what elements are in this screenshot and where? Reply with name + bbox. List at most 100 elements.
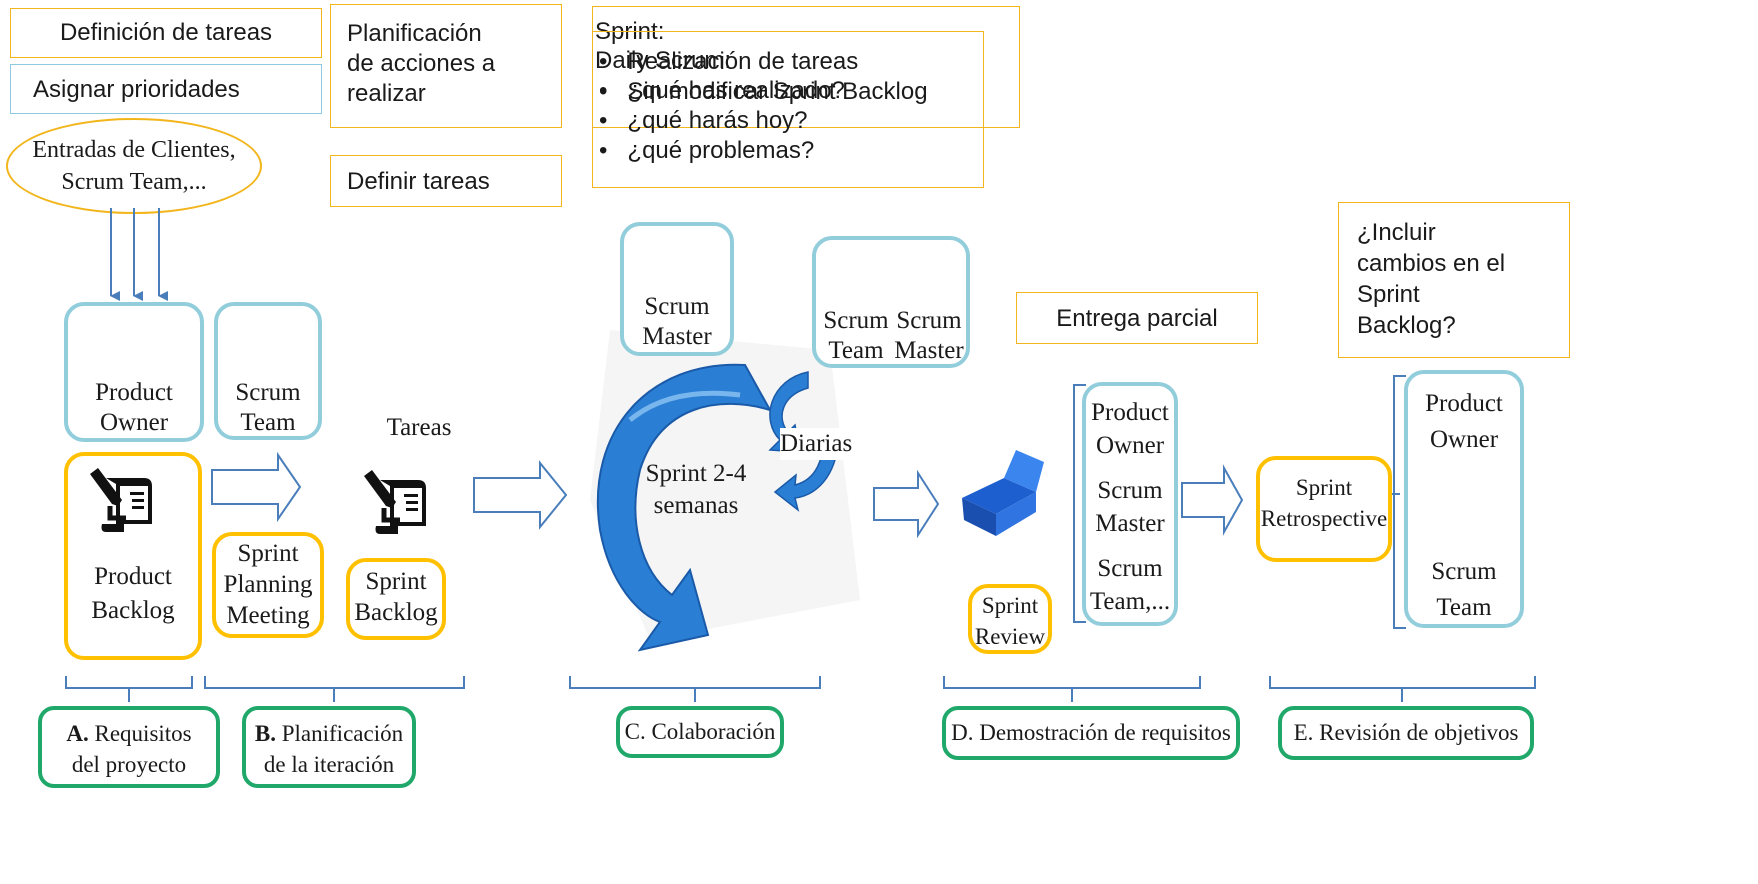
role-label: Scrum: [644, 293, 710, 320]
phase-c: C. Colaboración: [616, 706, 784, 758]
phase-letter: B.: [254, 721, 276, 746]
sprint-cycle-line: semanas: [653, 492, 739, 519]
role-review-group: Product Owner Scrum Master Scrum Team,..…: [1082, 382, 1178, 626]
phase-b: B. Planificación de la iteración: [242, 706, 416, 788]
tareas-label: Tareas: [374, 412, 464, 444]
role-label: Scrum: [1431, 558, 1497, 585]
tareas-text: Tareas: [386, 414, 452, 441]
callout-incluir-line: Backlog?: [1357, 312, 1456, 339]
callout-planificacion-line: Planificación: [347, 20, 482, 47]
callout-asignar-text: Asignar prioridades: [33, 76, 240, 103]
hollow-arrow-icon: [873, 469, 940, 539]
role-label: Team: [1436, 594, 1492, 621]
role-label: Product: [95, 379, 173, 406]
role-label: Scrum: [823, 307, 889, 334]
artifact-sprint-review: Sprint Review: [968, 584, 1052, 654]
blue-box-icon: [962, 450, 1044, 536]
role-label: Scrum: [1097, 477, 1163, 504]
artifact-product-backlog: Product Backlog: [64, 452, 202, 660]
role-product-owner: Product Owner: [64, 302, 204, 442]
phase-a: A. Requisitos del proyecto: [38, 706, 220, 788]
role-label: Team: [240, 409, 296, 436]
role-label: Scrum: [896, 307, 962, 334]
hollow-arrow-icon: [1181, 464, 1244, 536]
artifact-sprint-retrospective: Sprint Retrospective: [1256, 456, 1392, 562]
artifact-label: Sprint: [1295, 475, 1353, 500]
artifact-label: Sprint: [237, 540, 299, 567]
callout-incluir-line: Sprint: [1357, 281, 1420, 308]
phase-title: C. Colaboración: [624, 719, 776, 744]
artifact-label: Sprint: [981, 593, 1039, 618]
phase-title: Planificación: [275, 721, 404, 746]
callout-sprint-bullet: Sin modificar Sprint Backlog: [627, 78, 928, 105]
artifact-label: Retrospective: [1260, 506, 1388, 531]
phase-title: Requisitos: [88, 721, 192, 746]
callout-definicion-tareas: Definición de tareas: [10, 8, 322, 58]
callout-daily-bullet: ¿qué harás hoy?: [627, 107, 808, 134]
role-label: Product: [1091, 399, 1169, 426]
callout-entrega-parcial: Entrega parcial: [1016, 292, 1258, 344]
hollow-arrow-icon: [473, 460, 568, 530]
input-ellipse: Entradas de Clientes, Scrum Team,...: [6, 118, 262, 214]
artifact-label: Backlog: [354, 599, 438, 626]
artifact-sprint-backlog: Sprint Backlog: [346, 558, 446, 640]
input-line: Entradas de Clientes,: [32, 137, 236, 163]
role-label: Master: [894, 337, 964, 364]
circular-arrow-icon: [596, 363, 773, 652]
callout-definir-tareas: Definir tareas: [330, 155, 562, 207]
callout-daily-bullet: ¿qué problemas?: [627, 137, 815, 164]
daily-master-label: Scrum Master: [892, 306, 966, 366]
diarias-text: Diarias: [780, 430, 853, 457]
phase-brackets: [65, 676, 1536, 702]
role-scrum-master: Scrum Master: [620, 222, 734, 356]
callout-incluir-line: cambios en el: [1357, 250, 1506, 277]
sprint-cycle-line: Sprint 2-4: [645, 460, 747, 487]
artifact-label: Review: [974, 624, 1046, 649]
phase-title: del proyecto: [71, 752, 187, 777]
role-label: Scrum: [235, 379, 301, 406]
callout-asignar-prioridades: Asignar prioridades: [10, 64, 322, 114]
artifact-label: Planning: [223, 571, 313, 598]
callout-daily-scrum: Daily Scrum: •¿qué has realizado? •¿qué …: [592, 31, 984, 188]
role-label: Product: [1425, 390, 1503, 417]
phase-d: D. Demostración de requisitos: [942, 706, 1240, 760]
daily-team-label: Scrum Team: [820, 306, 892, 366]
input-line: Scrum Team,...: [61, 169, 207, 195]
callout-entrega-text: Entrega parcial: [1056, 305, 1218, 332]
hollow-arrow-icon: [211, 451, 302, 523]
callout-sprint: Sprint: •Realización de tareas •Sin modi…: [592, 6, 1020, 128]
callout-incluir-cambios: ¿Incluir cambios en el Sprint Backlog?: [1338, 202, 1570, 358]
phase-title: E. Revisión de objetivos: [1293, 720, 1519, 745]
role-label: Master: [642, 323, 712, 350]
callout-definir-text: Definir tareas: [347, 168, 490, 195]
artifact-label: Product: [94, 563, 172, 590]
scroll-pen-icon: [364, 470, 426, 534]
sprint-cycle-label: Sprint 2-4 semanas: [626, 458, 766, 522]
artifact-sprint-planning-meeting: Sprint Planning Meeting: [212, 532, 324, 638]
callout-planificacion-line: de acciones a: [347, 50, 496, 77]
callout-daily-bullet: ¿qué has realizado?: [627, 77, 845, 104]
callout-daily-title: Daily Scrum:: [595, 47, 732, 74]
phase-letter: A.: [66, 721, 89, 746]
artifact-label: Meeting: [226, 602, 310, 629]
callout-definicion-text: Definición de tareas: [59, 19, 273, 46]
role-label: Scrum: [1097, 555, 1163, 582]
group-bracket: [1393, 375, 1406, 629]
artifact-label: Backlog: [91, 597, 175, 624]
phase-title: de la iteración: [263, 752, 395, 777]
phase-title: D. Demostración de requisitos: [951, 720, 1231, 745]
role-label: Owner: [1429, 426, 1499, 453]
group-bracket: [1073, 384, 1086, 623]
callout-planificacion-line: realizar: [347, 80, 426, 107]
role-scrum-team: Scrum Team: [214, 302, 322, 440]
role-label: Master: [1095, 510, 1165, 537]
role-label: Team,...: [1089, 588, 1171, 615]
role-label: Owner: [99, 409, 169, 436]
role-daily-group: Scrum Team Scrum Master: [812, 236, 970, 368]
callout-planificacion: Planificación de acciones a realizar: [330, 4, 562, 128]
diarias-label: Diarias: [780, 428, 852, 460]
callout-incluir-line: ¿Incluir: [1357, 219, 1436, 246]
callout-sprint-bullet: Realización de tareas: [627, 48, 859, 75]
artifact-label: Sprint: [365, 568, 427, 595]
